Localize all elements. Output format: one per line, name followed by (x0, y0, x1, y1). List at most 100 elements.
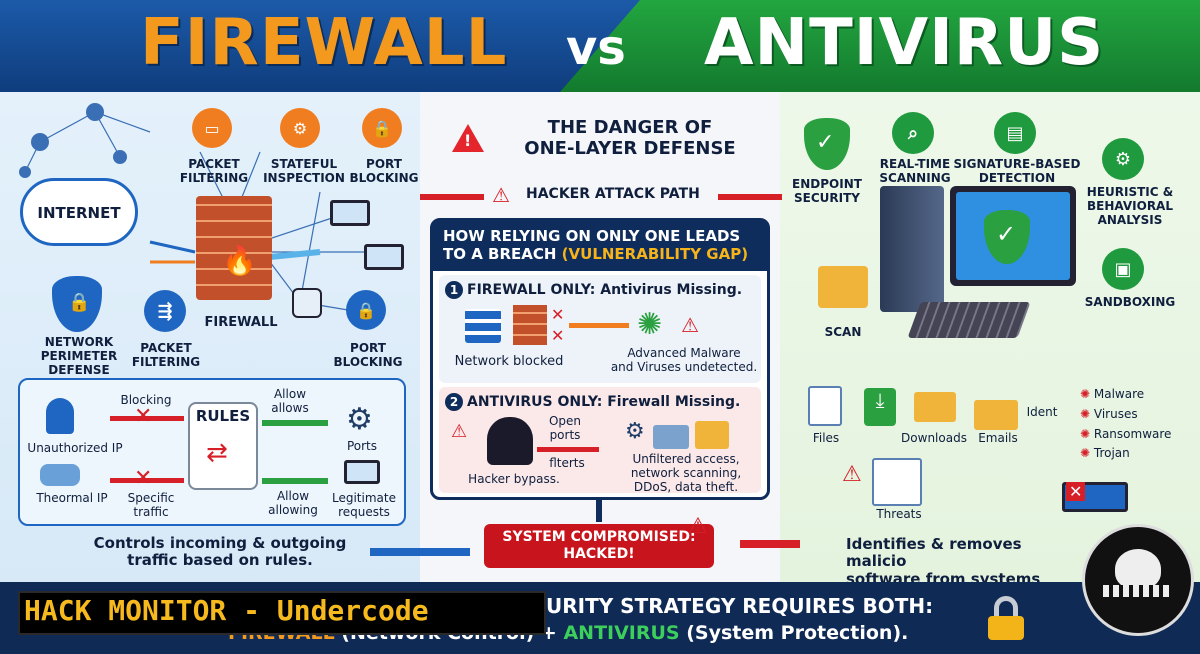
blocking-label: Blocking (120, 393, 172, 407)
monitor-icon (950, 186, 1076, 286)
attack-path-label: HACKER ATTACK PATH (526, 186, 700, 202)
stateful-inspection-icon: ⚙ (280, 108, 320, 148)
watermark-banner (18, 591, 546, 635)
ident-label: Ident (1026, 405, 1058, 419)
person-icon (46, 398, 74, 434)
server-icon (653, 425, 689, 449)
allow-allowing-label: Allow allowing (268, 489, 318, 517)
allow-allows-label: Allow allows (271, 387, 309, 415)
car-icon (40, 464, 80, 486)
threat-item: ✺ Ransomware (1080, 426, 1172, 441)
endpoint-security-label: ENDPOINT SECURITY (792, 177, 862, 205)
breach-heading-line2: TO A BREACH (VULNERABILITY GAP) (443, 245, 749, 263)
emails-label: Emails (978, 431, 1018, 445)
breach-heading: HOW RELYING ON ONLY ONE LEADS TO A BREAC… (433, 221, 767, 271)
fire-icon: 🔥 (222, 244, 257, 277)
laptop-icon (364, 244, 404, 270)
warning-icon: ⚠ (451, 421, 468, 442)
scan-label: SCAN (824, 325, 862, 339)
rules-title: RULES (195, 407, 251, 425)
allow-arrow (262, 478, 328, 484)
legitimate-requests-label: Legitimate requests (332, 491, 396, 519)
threat-report-icon (872, 458, 922, 506)
port-blocking-top-label: PORT BLOCKING (349, 157, 419, 185)
warning-icon: ⚠ (842, 462, 862, 487)
packet-filtering-top-label: PACKET FILTERING (179, 157, 249, 185)
heuristic-label: HEURISTIC & BEHAVIORAL ANALYSIS (1086, 185, 1174, 227)
breach-heading-line1: HOW RELYING ON ONLY ONE LEADS (443, 227, 741, 245)
email-icon (974, 400, 1018, 430)
server-tower-icon (880, 186, 944, 312)
stateful-label: STATEFUL INSPECTION (263, 157, 345, 185)
title-vs: vs (566, 20, 626, 76)
octopus-logo (1082, 524, 1194, 636)
threats-label: Threats (876, 507, 922, 521)
specific-traffic-label: Specific traffic (127, 491, 175, 519)
files-label: Files (812, 431, 840, 445)
warning-icon: ! (452, 124, 484, 152)
threat-item: ✺ Viruses (1080, 406, 1138, 421)
internet-label: INTERNET (37, 204, 121, 222)
download-icon: ⤓ (864, 388, 896, 426)
virus-icon: ✺ (637, 307, 663, 342)
right-flow-arrow (740, 540, 800, 548)
document-search-icon: ▤ (994, 112, 1036, 154)
padlock-icon (292, 288, 322, 318)
threat-list: ✺ Malware ✺ Viruses ✺ Ransomware ✺ Troja… (1080, 387, 1190, 461)
check-icon: ✓ (816, 130, 835, 155)
signature-detection-label: SIGNATURE-BASED DETECTION (953, 157, 1081, 185)
unfiltered-access-label: Unfiltered access, network scanning, DDo… (630, 452, 742, 494)
x-icon: ✕ (134, 466, 153, 491)
threat-item: ✺ Trojan (1080, 446, 1130, 461)
malware-undetected-label: Advanced Malware and Viruses undetected. (610, 346, 758, 374)
folder-icon (818, 266, 868, 308)
thermal-ip-label: Theormal IP (36, 491, 108, 505)
danger-title: THE DANGER OF ONE-LAYER DEFENSE (524, 117, 736, 159)
magnifier-icon: ⌕ (892, 112, 934, 154)
laptop-icon (344, 460, 380, 484)
folder-icon (695, 421, 729, 449)
blocked-arrow (110, 416, 184, 421)
unauthorized-ip-label: Unauthorized IP (27, 441, 123, 455)
title-antivirus: ANTIVIRUS (704, 6, 1105, 80)
cloud-icon (20, 178, 138, 246)
file-icon (808, 386, 842, 426)
blocked-x-icons: ✕✕ (551, 305, 565, 345)
attack-path-line (420, 194, 484, 200)
sandboxing-label: SANDBOXING (1084, 295, 1176, 309)
network-blocked-label: Network blocked (454, 354, 564, 369)
check-icon: ✓ (996, 220, 1017, 248)
compromised-banner: SYSTEM COMPROMISED: HACKED! (484, 524, 714, 568)
x-icon: ✕ (134, 404, 153, 429)
attack-path-line (718, 194, 782, 200)
downloads-label: Downloads (901, 431, 967, 445)
hacker-bypass-label: Hacker bypass. (468, 472, 560, 486)
watermark-text: HACK MONITOR - Undercode (24, 594, 429, 627)
packet-filtering-label: PACKET FILTERING (131, 341, 201, 369)
lock-icon: 🔒 (68, 292, 91, 313)
strategy-text: URITY STRATEGY REQUIRES BOTH: (546, 594, 934, 618)
server-icon (465, 309, 501, 343)
malware-pass-arrow (569, 323, 629, 328)
firewall-wall-icon (196, 196, 272, 300)
hacker-icon (487, 417, 533, 465)
realtime-scanning-label: REAL-TIME SCANNING (879, 157, 951, 185)
warning-icon: ⚠ (681, 313, 699, 337)
padlock-icon (988, 596, 1024, 640)
attack-arrow (537, 447, 599, 452)
allow-arrow (262, 420, 328, 426)
gear-brain-icon: ⚙ (1102, 138, 1144, 180)
header-right-band (560, 0, 1200, 92)
rules-card (188, 402, 258, 490)
email-icon (914, 392, 956, 422)
firewall-caption: Controls incoming & outgoing traffic bas… (93, 534, 347, 570)
rules-icon: ⇄ (206, 438, 228, 468)
sandbox-icon: ▣ (1102, 248, 1144, 290)
filters-label: flterts (549, 456, 585, 470)
lock-icon: 🔒 (346, 290, 386, 330)
